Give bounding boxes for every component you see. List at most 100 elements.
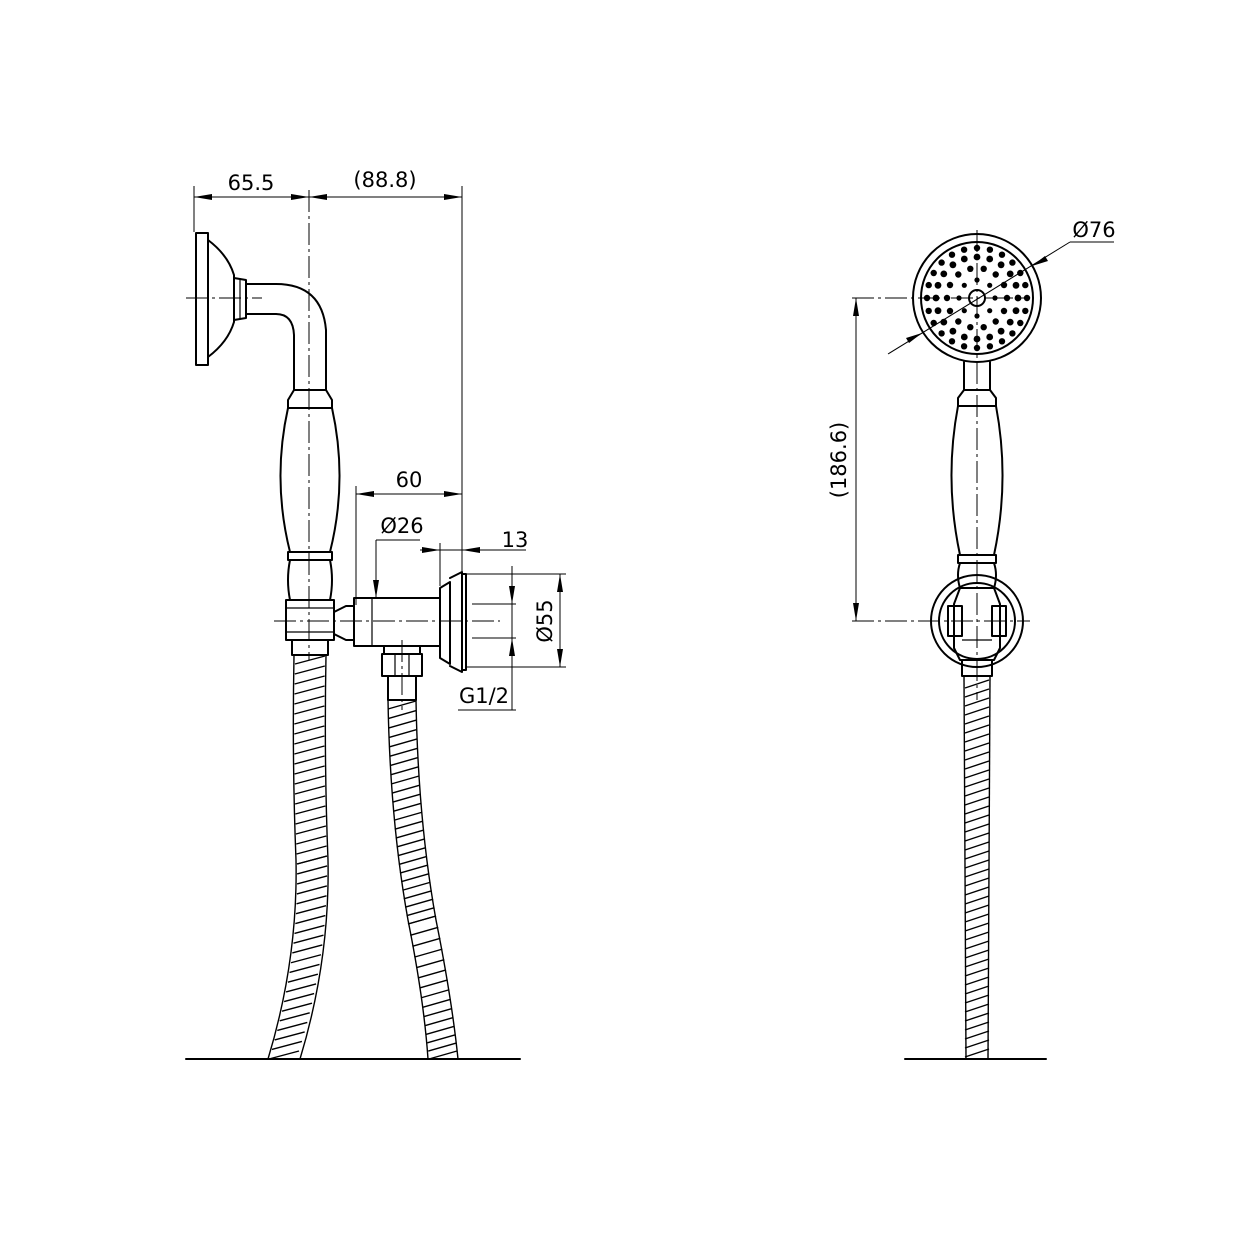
hose-rib xyxy=(964,814,990,824)
hose-rib xyxy=(399,864,429,874)
hose-rib xyxy=(395,829,424,839)
hose-rib xyxy=(398,855,428,866)
hose-rib xyxy=(388,738,418,748)
hose-rib xyxy=(964,823,990,833)
dim-head-diameter: Ø76 xyxy=(1072,218,1115,242)
nozzle-dot xyxy=(986,333,994,341)
nozzle-dot xyxy=(925,281,932,289)
dim-elbow xyxy=(355,486,462,605)
hose-rib xyxy=(294,924,325,935)
hose-rib xyxy=(294,695,325,705)
hose-rib xyxy=(404,898,434,908)
hose-rib xyxy=(964,1039,990,1049)
nozzle-dot xyxy=(960,343,968,350)
front-view: (186.6) Ø76 xyxy=(827,218,1116,1060)
hose-rib xyxy=(964,868,990,878)
dim-flange xyxy=(420,543,526,586)
nozzle-dot xyxy=(949,327,957,335)
hose-rib xyxy=(964,931,990,941)
hose-rib xyxy=(296,875,328,885)
hose-rib xyxy=(394,820,424,830)
hose-rib xyxy=(294,765,325,775)
dim-connector-diameter: Ø26 xyxy=(380,514,423,538)
hose-rib xyxy=(964,904,990,914)
hose-rib xyxy=(271,1040,303,1051)
hose-rib xyxy=(393,802,422,812)
nozzle-dot xyxy=(987,308,993,314)
hose-rib xyxy=(422,998,451,1008)
dim-flange-dia xyxy=(466,573,566,668)
hose-rib xyxy=(296,865,328,875)
hose-rib xyxy=(964,751,990,761)
dim-connector xyxy=(373,539,420,598)
hose-rib xyxy=(294,675,325,685)
hose-rib xyxy=(391,784,420,794)
dim-handle-offset: (88.8) xyxy=(353,168,416,192)
hose-rib xyxy=(964,1003,990,1013)
hose-rib xyxy=(964,994,990,1004)
hose-rib xyxy=(387,700,417,710)
hose-rib xyxy=(295,905,327,915)
nozzle-dot xyxy=(1009,259,1016,266)
nozzle-dot xyxy=(980,265,987,272)
hose-rib xyxy=(964,769,990,779)
hose-rib xyxy=(964,832,990,842)
hose-rib xyxy=(402,881,431,891)
hose-rib xyxy=(268,1050,300,1060)
hose-rib xyxy=(296,885,328,895)
hose-rib xyxy=(964,841,990,851)
nozzle-dot xyxy=(967,265,974,272)
hose-rib xyxy=(393,811,423,821)
nozzle-dot xyxy=(986,343,994,350)
hose-rib xyxy=(390,766,419,776)
nozzle-dot xyxy=(948,338,956,345)
hose-rib xyxy=(294,755,325,765)
hose-rib xyxy=(281,1002,313,1012)
hose-rib xyxy=(295,805,326,815)
hose-rib xyxy=(964,1048,990,1058)
hose-rib xyxy=(964,733,990,743)
wall-outlet xyxy=(333,571,467,701)
handle xyxy=(279,389,341,656)
hose-rib xyxy=(964,760,990,770)
hose-rib xyxy=(428,1042,457,1052)
hose-rib xyxy=(289,963,320,974)
hose-rib xyxy=(964,724,990,734)
dim-elbow-length: 60 xyxy=(396,468,423,492)
nozzle-dot xyxy=(997,261,1005,269)
hose-rib xyxy=(964,985,990,995)
hose-rib xyxy=(964,715,990,725)
nozzle-dot xyxy=(1006,270,1014,278)
hose-rib xyxy=(388,719,417,729)
hose-rib xyxy=(410,926,439,936)
hose-rib xyxy=(964,886,990,896)
hose-rib xyxy=(388,709,417,720)
hose-rib xyxy=(294,705,325,715)
hose-rib xyxy=(964,796,990,806)
hose-rib xyxy=(416,959,445,969)
side-view: 65.5 (88.8) 60 Ø26 13 xyxy=(185,168,566,1060)
dim-head-dia xyxy=(887,241,1114,355)
hose-rib xyxy=(964,679,990,689)
dim-thread xyxy=(458,566,516,711)
dim-head-height: (186.6) xyxy=(827,422,851,499)
hose-rib xyxy=(388,728,417,739)
dim-height xyxy=(853,298,859,621)
nozzle-dot xyxy=(1006,318,1014,326)
nozzle-dot xyxy=(967,324,974,331)
hose-rib xyxy=(389,747,418,757)
nozzle-dot xyxy=(986,255,994,263)
nozzle-dot xyxy=(986,246,994,253)
hose-rib xyxy=(964,742,990,752)
hose-rib xyxy=(294,745,325,755)
nozzle-dot xyxy=(949,261,957,269)
holder-arm xyxy=(275,283,327,391)
hose-rib xyxy=(964,778,990,788)
nozzle-dot xyxy=(938,259,945,266)
nozzle-dot xyxy=(960,333,968,341)
nozzle-dot xyxy=(1017,319,1024,327)
hose-rib xyxy=(294,655,326,665)
nozzle-dot xyxy=(1012,281,1020,289)
hose-rib xyxy=(279,1012,310,1022)
